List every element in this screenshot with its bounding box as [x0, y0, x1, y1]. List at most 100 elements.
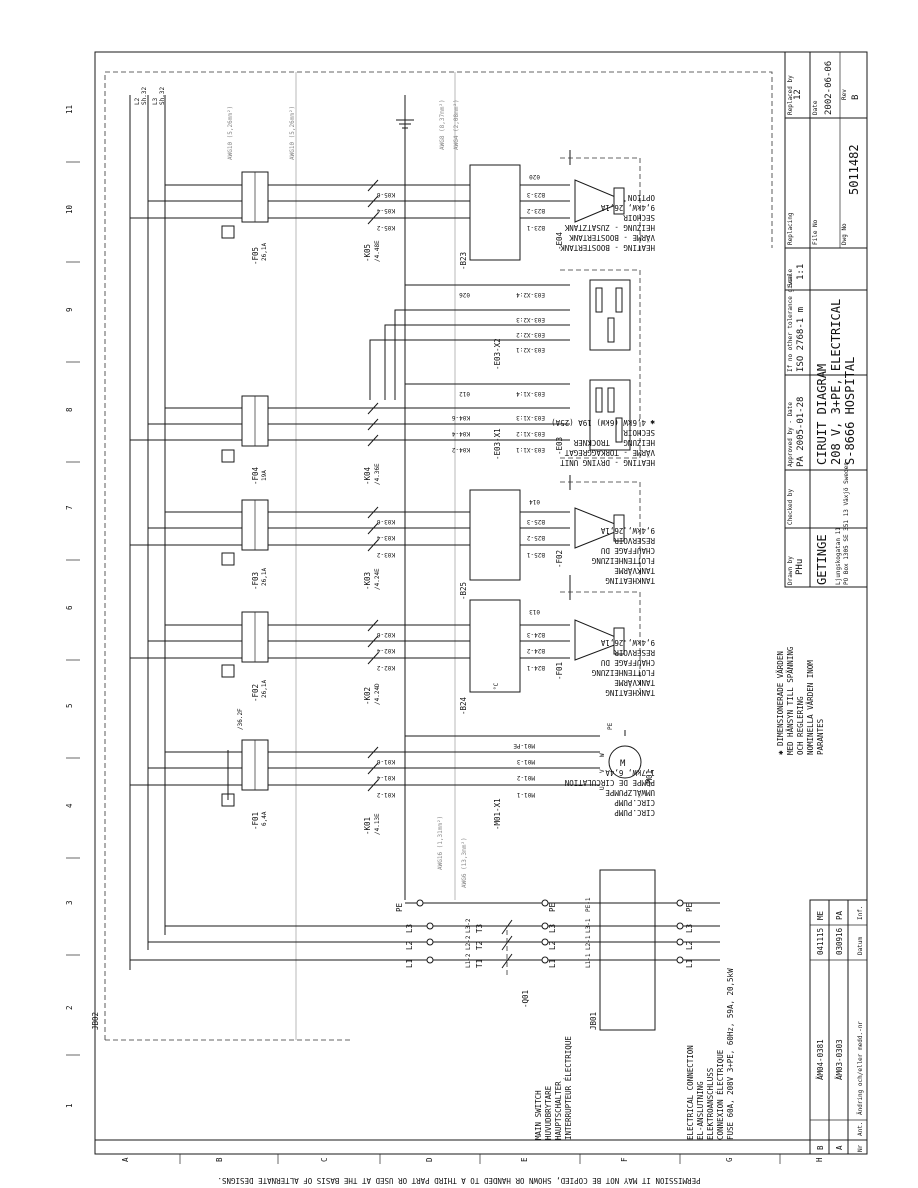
- svg-text:PARANTES: PARANTES: [816, 718, 825, 755]
- svg-text:✱ 4,6kW (6kW) 19A (25A): ✱ 4,6kW (6kW) 19A (25A): [551, 418, 655, 427]
- column-number: 6: [65, 605, 74, 610]
- rev-header: Ant.: [857, 1122, 864, 1136]
- sheet-number: 12: [793, 89, 803, 100]
- wire-label: M01-3: [517, 758, 535, 765]
- tolerance-label: If no other tolerance given: [787, 274, 794, 372]
- conductor-label: L3: [548, 924, 557, 933]
- drawn-by: PHu: [795, 559, 805, 575]
- rev: B: [851, 95, 861, 100]
- company-address: PO Box 1305 SE 351 13 Växjö Sweden: [843, 462, 850, 585]
- wire-label: L2-1: [585, 935, 592, 950]
- svg-text:CHAUFFAGE DU: CHAUFFAGE DU: [601, 546, 655, 555]
- column-number: 2: [65, 1005, 74, 1010]
- wire-label: K03-6: [377, 518, 395, 525]
- column-number-scale: 1 2 3 4 5 6 7 8 9 10 11: [65, 105, 80, 1108]
- device-tag: -M01: [645, 770, 654, 788]
- wire-label: K04-6: [452, 414, 470, 421]
- wire-label: E03-X2:3: [516, 316, 545, 323]
- wire-label: E03-X2:1: [516, 346, 545, 353]
- thermostat-tag: -B25: [459, 582, 468, 600]
- rev-header: Datum: [857, 937, 864, 955]
- wire-label: 012: [459, 390, 470, 397]
- svg-text:HEIZUNG - ZUSATZTANK: HEIZUNG - ZUSATZTANK: [564, 223, 655, 232]
- wire-label: B24-3: [527, 631, 545, 638]
- tolerance: ISO 2768-1 m: [796, 307, 806, 372]
- wire-label: 014: [529, 498, 540, 505]
- conductor-label: L2: [405, 941, 414, 950]
- drawn-by-label: Drawn by: [787, 556, 794, 585]
- revision-table: Nr Ant. Ändring och/eller medd.-nr Datum…: [809, 899, 868, 1155]
- rev-header: Ändring och/eller medd.-nr: [857, 1021, 864, 1115]
- cable-note: AWG16 (1,31mm²): [437, 816, 444, 870]
- fuse-rating: 26,1A: [261, 680, 268, 698]
- main-switch-tag: -Q01: [521, 990, 530, 1008]
- svg-text:POMPE DE CIRCULATION: POMPE DE CIRCULATION: [565, 778, 655, 787]
- wire-label: E03-X1:3: [516, 414, 545, 421]
- dwg-no-label: Dwg No: [841, 223, 848, 245]
- wire-label: E03-X2:2: [516, 331, 545, 338]
- svg-text:NOMINELLA VÄRDEN INOM: NOMINELLA VÄRDEN INOM: [806, 660, 815, 755]
- fuse-rating: 26,1A: [261, 243, 268, 261]
- wire-label: K01-2: [377, 791, 395, 798]
- dimensioning-note: ✱ DIMENSIONERADE VÄRDEN MED HÄNSYN TILL …: [776, 646, 825, 755]
- svg-text:INTERRUPTEUR ÉLECTRIQUE: INTERRUPTEUR ÉLECTRIQUE: [564, 1036, 573, 1140]
- date: 2002-06-06: [824, 61, 834, 115]
- svg-text:TANKHEATING: TANKHEATING: [605, 576, 655, 585]
- conductor-label: T3: [475, 924, 484, 933]
- bus-ref: L3: [152, 97, 159, 105]
- contactor-tag: -K03: [363, 572, 372, 590]
- enclosure-jb02: JB02: [91, 71, 773, 1041]
- svg-text:HEIZUNG - TROCKNER: HEIZUNG - TROCKNER: [573, 438, 655, 447]
- row-letter: E: [520, 1157, 529, 1162]
- row-letter: A: [121, 1157, 130, 1162]
- wire-label: PE-1: [585, 897, 592, 912]
- branch-circulation-pump: -F01 6,4A /36.2F -K01 /4.13E K01-2 K01-4…: [130, 708, 655, 835]
- wire-label: K05-4: [377, 207, 395, 214]
- wire-label: 026: [459, 291, 470, 298]
- svg-text:UMWÄLZPUMPE: UMWÄLZPUMPE: [605, 788, 655, 797]
- column-number: 4: [65, 803, 74, 808]
- column-number: 3: [65, 900, 74, 905]
- cable-note: AWG8 (8,37mm²): [439, 99, 446, 150]
- wire-label: E03-X1:4: [516, 390, 545, 397]
- svg-text:OPTION: OPTION: [628, 193, 655, 202]
- rev-nr: A: [835, 1145, 844, 1150]
- cable-note: AWG6 (13,3mm²): [461, 837, 468, 888]
- conductor-label: L3: [685, 924, 694, 933]
- row-letter: D: [425, 1157, 434, 1162]
- thermostat-tag: -B23: [459, 252, 468, 270]
- aux-ref: /36.2F: [237, 708, 244, 730]
- branch-tankheating-1: -F02 26,1A -K02 /4.24D K02-2 K02-4 K02-6…: [130, 575, 655, 715]
- drawing-title: CIRUIT DIAGRAM: [815, 364, 829, 465]
- svg-text:ELECTRICAL CONNECTION: ELECTRICAL CONNECTION: [686, 1045, 695, 1140]
- column-number: 8: [65, 407, 74, 412]
- wire-label: M01-2: [517, 774, 535, 781]
- svg-text:FLOTTENHEIZUNG: FLOTTENHEIZUNG: [591, 668, 655, 677]
- contactor-ref: /4.24D: [374, 683, 381, 705]
- svg-text:VÄRME - TORKAGGREGAT: VÄRME - TORKAGGREGAT: [564, 448, 655, 457]
- branch-boostertank: -F05 26,1A -K05 /4.48E K05-2 K05-4 K05-6…: [130, 150, 655, 270]
- device-terminal: V: [599, 769, 606, 773]
- replacing-label: Replacing: [787, 212, 794, 245]
- rev-header: Nr: [857, 1144, 864, 1152]
- replaced-by-label: Replaced by: [787, 75, 794, 115]
- wire-label: E03-X2:4: [516, 291, 545, 298]
- contactor-ref: /4.48E: [374, 240, 381, 262]
- svg-text:°C: °C: [493, 682, 500, 690]
- wire-label: K01-6: [377, 758, 395, 765]
- rev-header: Inf.: [857, 906, 864, 920]
- svg-text:SECHOIR: SECHOIR: [623, 213, 655, 222]
- svg-text:TANKHEATING: TANKHEATING: [605, 688, 655, 697]
- contactor-ref: /4.13E: [374, 813, 381, 835]
- device-terminal: PE: [607, 722, 614, 730]
- wire-label: L1-1: [585, 953, 592, 968]
- svg-text:CHAUFFAGE DU: CHAUFFAGE DU: [601, 658, 655, 667]
- svg-text:M: M: [620, 759, 626, 769]
- rev-nr: B: [816, 1145, 825, 1150]
- terminal-tag: -M01-X1: [493, 798, 502, 830]
- rev-inf: ME: [816, 910, 825, 920]
- branch-drying-unit: -F04 19A -K04 /4.36E K04-2 K04-4 K04-6 E…: [130, 269, 655, 485]
- svg-text:✱ DIMENSIONERADE VÄRDEN: ✱ DIMENSIONERADE VÄRDEN: [776, 651, 785, 755]
- wire-label: K03-2: [377, 551, 395, 558]
- svg-text:ELEKTROANSCHLUSS: ELEKTROANSCHLUSS: [706, 1067, 715, 1140]
